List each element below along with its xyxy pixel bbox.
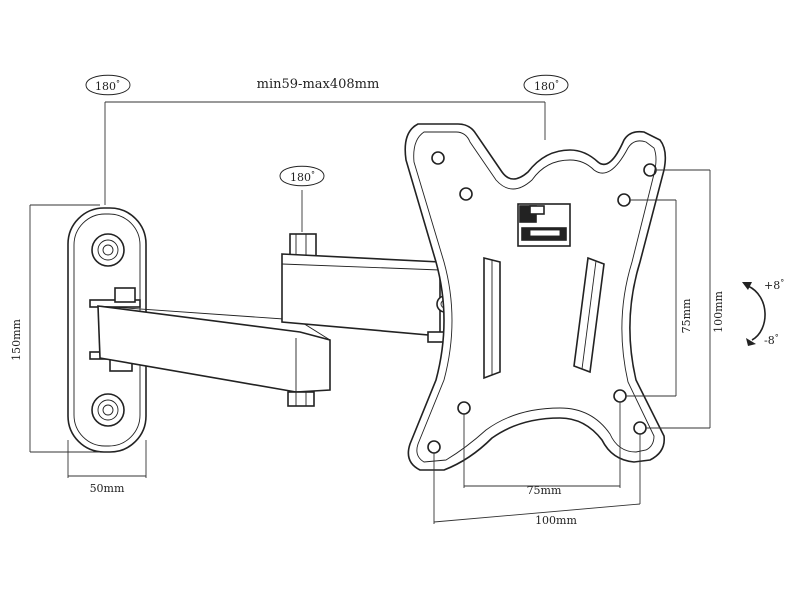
wall-plate-bottom-hole — [91, 393, 125, 427]
mid-pivot-rotation-mark: 180° — [279, 165, 325, 232]
head-pivot-rotation-unit: ° — [555, 79, 559, 88]
wall-pivot-rotation-unit: ° — [116, 79, 120, 88]
tilt-up-unit: ° — [780, 278, 784, 287]
tilt-down-arrow-icon — [746, 338, 756, 346]
wall-plate-width-dimension: 50mm — [67, 440, 147, 495]
tilt-down-unit: ° — [775, 333, 779, 342]
svg-text:180°: 180° — [95, 79, 120, 93]
vesa-small-vertical-label: 75mm — [680, 298, 693, 333]
vesa-large-horizontal-label: 100mm — [535, 514, 577, 527]
vesa-large-horizontal-dimension: 100mm — [433, 434, 641, 527]
vesa-slot-left — [483, 256, 501, 380]
svg-text:-8°: -8° — [764, 333, 779, 347]
wall-plate-top-hole — [91, 233, 125, 267]
svg-text:180°: 180° — [290, 170, 315, 184]
locking-bracket — [517, 203, 571, 247]
vesa-large-vertical-dimension: 100mm — [646, 169, 725, 429]
mid-pivot-rotation-unit: ° — [311, 170, 315, 179]
mid-pivot-rotation-value: 180 — [290, 171, 311, 184]
wall-pivot-rotation-mark: 180° — [85, 74, 131, 96]
vesa-small-vertical-dimension: 75mm — [626, 199, 693, 397]
vesa-large-vertical-label: 100mm — [712, 291, 725, 333]
vesa-small-horizontal-dimension: 75mm — [463, 402, 621, 497]
head-pivot-rotation-mark: 180° — [523, 74, 569, 96]
vesa-slot-right — [573, 256, 605, 374]
head-pivot-rotation-value: 180 — [534, 80, 555, 93]
vesa-small-horizontal-label: 75mm — [527, 484, 562, 497]
tilt-down-value: -8 — [764, 334, 775, 347]
wall-plate-height-label: 150mm — [10, 319, 23, 361]
second-arm — [281, 233, 454, 343]
tilt-up-value: +8 — [764, 279, 780, 292]
extension-dimension: min59-max408mm — [104, 77, 546, 205]
tilt-up-arrow-icon — [742, 282, 752, 290]
wall-pivot-rotation-value: 180 — [95, 80, 116, 93]
tilt-indicator: +8° -8° — [742, 278, 784, 347]
first-arm — [89, 287, 331, 407]
wall-plate-width-label: 50mm — [90, 482, 125, 495]
svg-text:180°: 180° — [534, 79, 559, 93]
extension-label: min59-max408mm — [257, 77, 380, 92]
wall-plate-height-dimension: 150mm — [10, 204, 100, 453]
svg-text:+8°: +8° — [764, 278, 784, 292]
vesa-hole-top-left — [431, 151, 445, 165]
vesa-hole-inner-top-left — [459, 187, 473, 201]
vesa-plate — [404, 123, 667, 471]
